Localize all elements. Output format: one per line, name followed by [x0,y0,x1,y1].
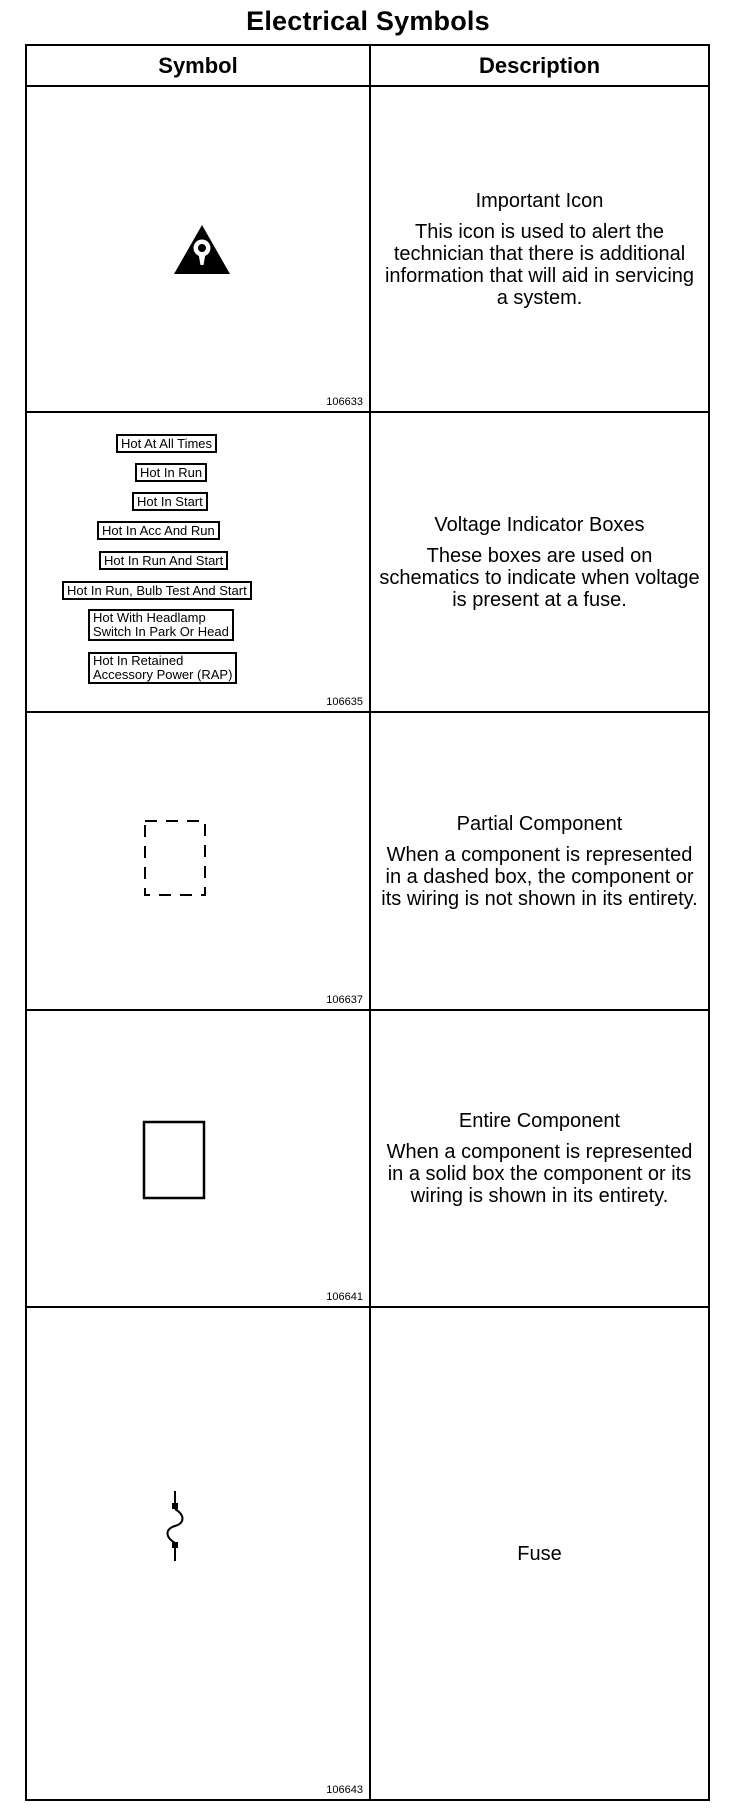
table-row-partial-component: 106637 Partial Component When a componen… [27,711,708,1009]
symbols-table: Symbol Description 106633 Important Icon… [25,44,710,1801]
symbol-cell: 106633 [27,87,371,411]
column-header-description: Description [478,52,601,78]
figure-number: 106637 [326,994,363,1006]
description-cell: Entire Component When a component is rep… [371,1011,708,1306]
description-text: When a component is represented in a sol… [386,1141,693,1207]
figure-number: 106635 [326,696,363,708]
solid-box-icon [142,1120,206,1200]
fuse-icon [166,1491,184,1561]
warning-triangle-icon [174,225,230,274]
voltage-box-hot-in-run: Hot In Run [135,463,208,482]
description-title: Partial Component [456,812,623,835]
voltage-box-hot-in-run-bulb-test-and-start: Hot In Run, Bulb Test And Start [62,581,252,600]
table-row-fuse: 106643 Fuse [27,1306,708,1799]
table-row-entire-component: 106641 Entire Component When a component… [27,1009,708,1306]
description-cell: Voltage Indicator Boxes These boxes are … [371,413,708,711]
symbol-cell: 106643 [27,1308,371,1799]
description-title: Important Icon [475,189,604,212]
symbol-cell: Hot At All Times Hot In Run Hot In Start… [27,413,371,711]
dashed-box-icon [144,820,206,896]
voltage-box-hot-in-start: Hot In Start [132,492,208,511]
description-text: Fuse [517,1542,562,1565]
description-text: These boxes are used on schematics to in… [379,544,700,611]
column-header-symbol: Symbol [27,46,371,85]
symbol-cell: 106641 [27,1011,371,1306]
description-text: This icon is used to alert the technicia… [384,220,695,309]
figure-number: 106633 [326,396,363,408]
description-cell: Partial Component When a component is re… [371,713,708,1009]
page-title: Electrical Symbols [246,6,490,36]
voltage-box-hot-in-acc-and-run: Hot In Acc And Run [97,521,220,540]
description-cell: Important Icon This icon is used to aler… [371,87,708,411]
voltage-box-hot-in-run-and-start: Hot In Run And Start [99,551,229,570]
table-row-voltage-indicator-boxes: Hot At All Times Hot In Run Hot In Start… [27,411,708,711]
symbol-cell: 106637 [27,713,371,1009]
figure-number: 106641 [326,1291,363,1303]
description-title: Voltage Indicator Boxes [434,513,645,536]
table-row-important-icon: 106633 Important Icon This icon is used … [27,85,708,411]
description-title: Entire Component [458,1110,621,1132]
description-cell: Fuse [371,1308,708,1799]
description-text: When a component is represented in a das… [381,843,698,910]
voltage-box-hot-at-all-times: Hot At All Times [116,434,218,453]
figure-number: 106643 [326,1784,363,1796]
